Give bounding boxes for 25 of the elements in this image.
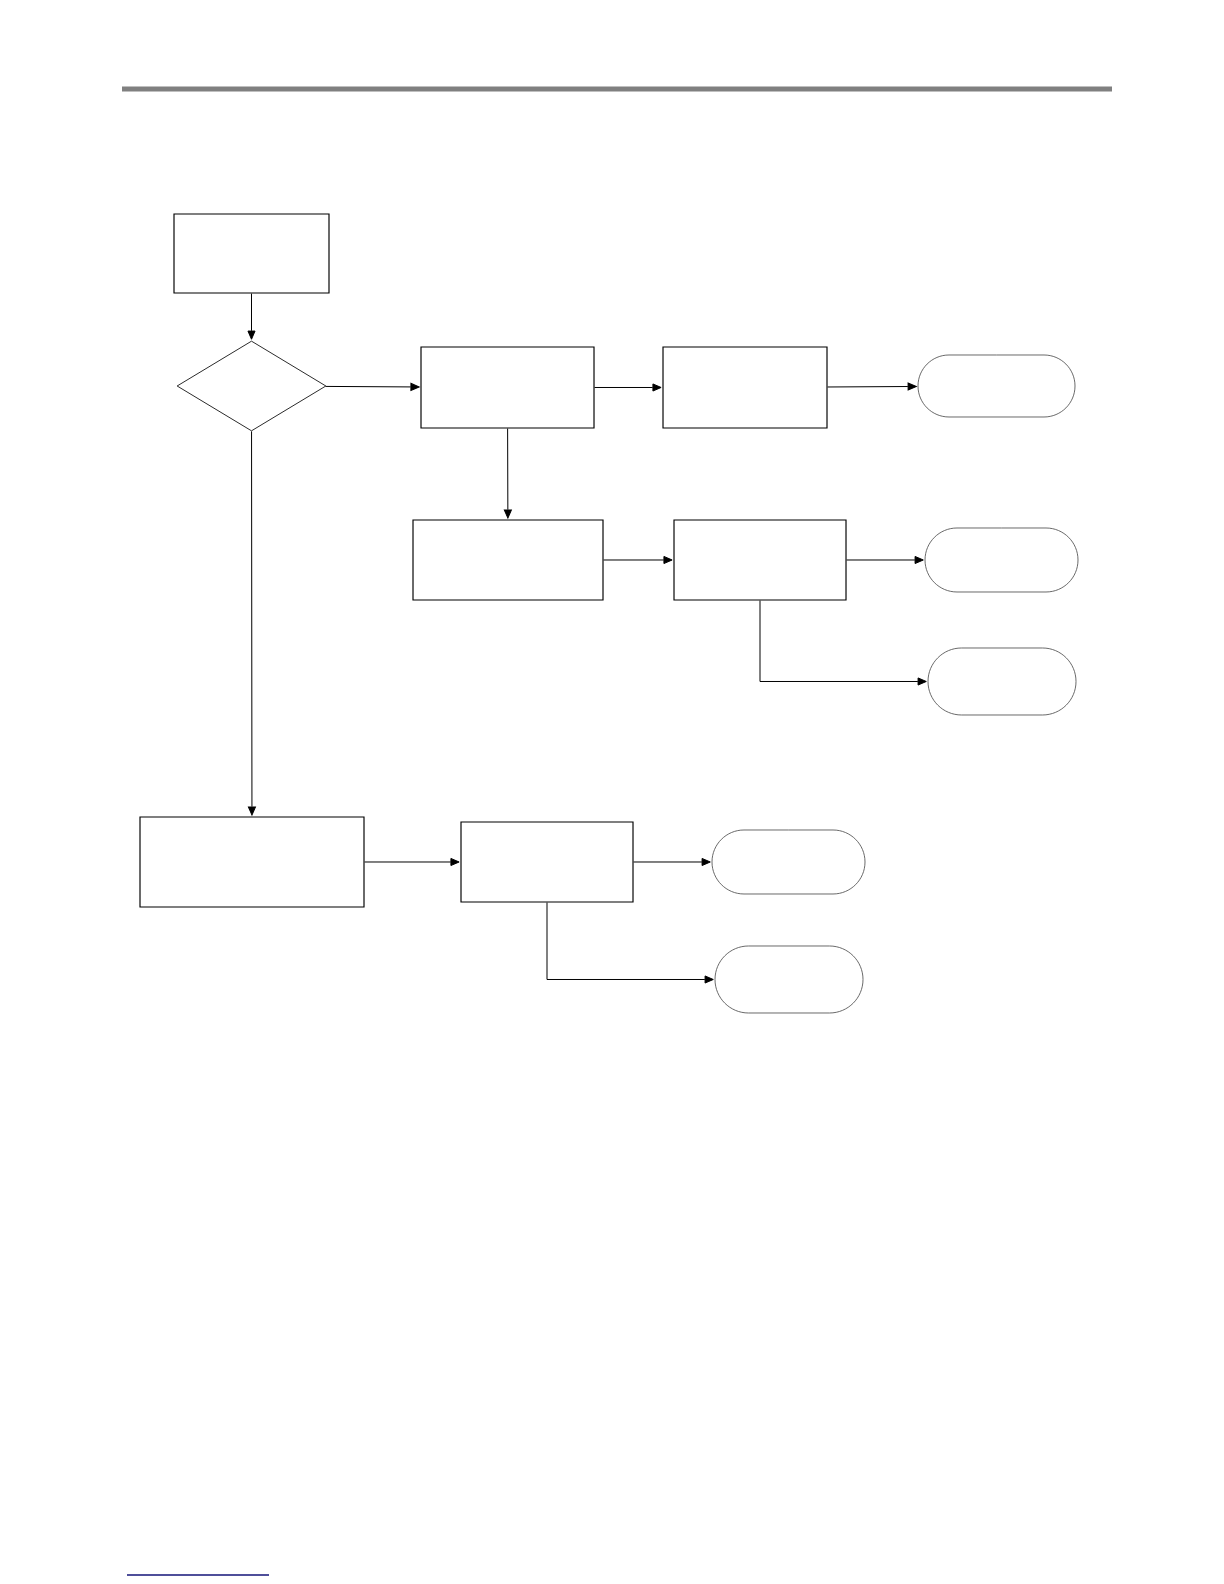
arrow (827, 382, 917, 391)
arrow (546, 902, 714, 984)
terminal-stadium (927, 647, 1077, 716)
terminal-stadium (924, 527, 1079, 593)
arrow (633, 857, 711, 867)
process-box (412, 519, 604, 601)
decision-diamond (176, 340, 327, 432)
process-box (173, 213, 330, 294)
process-box (139, 816, 365, 908)
arrow (247, 430, 256, 816)
process-box (662, 346, 828, 429)
arrow (759, 600, 927, 686)
arrow (603, 555, 673, 565)
terminal-stadium (711, 829, 866, 895)
terminal-stadium (917, 354, 1076, 418)
arrow (594, 383, 662, 392)
arrow (325, 382, 420, 391)
arrow (247, 293, 256, 340)
process-box (673, 519, 847, 601)
process-box (460, 821, 634, 903)
process-box (420, 346, 595, 429)
arrow (503, 428, 512, 519)
terminal-stadium (714, 945, 864, 1014)
arrow (846, 555, 924, 565)
arrow (364, 857, 460, 867)
